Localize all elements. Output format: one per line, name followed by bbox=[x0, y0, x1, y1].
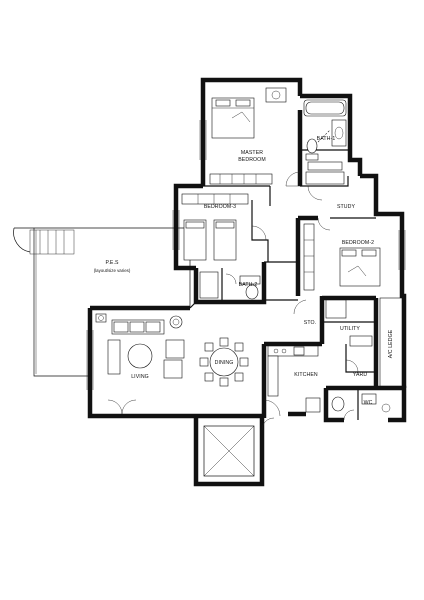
windows bbox=[86, 120, 406, 390]
label-bath-1: BATH-1 bbox=[317, 136, 336, 142]
study-desk bbox=[305, 161, 345, 185]
dining-set bbox=[199, 337, 249, 387]
bedroom3-beds bbox=[181, 193, 249, 261]
room-labels: MASTER BEDROOM BATH-1 BEDROOM-3 STUDY BE… bbox=[94, 136, 394, 406]
shaft-box bbox=[203, 425, 255, 477]
label-study: STUDY bbox=[337, 204, 356, 210]
bedroom2-bed bbox=[303, 223, 381, 291]
inner-walls bbox=[189, 149, 376, 420]
label-dining: DINING bbox=[215, 360, 234, 366]
master-side-table bbox=[265, 87, 287, 103]
label-kitchen: KITCHEN bbox=[294, 372, 318, 378]
label-master-bedroom-2: BEDROOM bbox=[238, 157, 266, 163]
bath2-fixtures bbox=[199, 271, 261, 300]
label-bedroom-2: BEDROOM-2 bbox=[342, 240, 374, 246]
living-furniture bbox=[95, 313, 185, 379]
doors bbox=[107, 171, 359, 431]
label-utility: UTILITY bbox=[340, 326, 360, 332]
master-wardrobe bbox=[209, 173, 273, 185]
pes-terrace bbox=[13, 227, 191, 377]
label-bath-2: BATH-2 bbox=[239, 282, 258, 288]
master-bed bbox=[211, 97, 255, 139]
label-store: STO. bbox=[304, 320, 316, 326]
label-pes-note: (layout/size varies) bbox=[94, 268, 131, 273]
label-wc: WC bbox=[364, 400, 373, 406]
entry-steps bbox=[13, 227, 75, 255]
kitchen-counters bbox=[267, 345, 321, 413]
bath1-fixtures bbox=[303, 99, 347, 161]
label-living: LIVING bbox=[131, 374, 149, 380]
label-master-bedroom-1: MASTER bbox=[241, 150, 263, 156]
label-ac-ledge: A/C LEDGE bbox=[388, 329, 394, 358]
label-pes: P.E.S bbox=[105, 260, 119, 266]
label-bedroom-3: BEDROOM-3 bbox=[204, 204, 236, 210]
outer-walls bbox=[87, 77, 407, 487]
utility-fixtures bbox=[325, 297, 403, 413]
label-yard: YARD bbox=[353, 372, 368, 378]
